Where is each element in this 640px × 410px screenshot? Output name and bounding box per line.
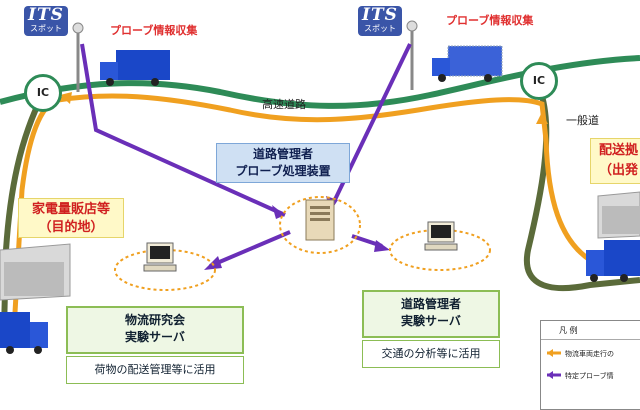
destination-line1: 家電量販店等 (31, 202, 110, 217)
probe-arrow-left-head (272, 205, 285, 219)
probe-arrow-left (80, 43, 286, 217)
manager-server-line1: 道路管理者 (400, 297, 461, 311)
legend-divider (541, 339, 640, 340)
logistics-pc-icon (143, 242, 177, 272)
road-manager-probe-processor-box: 道路管理者 プローブ処理装置 (216, 143, 350, 183)
probe-collect-label-right: プローブ情報収集 (446, 14, 534, 27)
arrow-to-logistics-server (209, 230, 291, 268)
origin-line2: （出発 (599, 163, 639, 178)
probe-collect-label-left: プローブ情報収集 (110, 24, 198, 37)
destination-label: 家電量販店等 （目的地） (18, 198, 124, 238)
its-logo-sub: スポット (364, 24, 396, 33)
legend-item-probe: 特定プローブ情 (565, 372, 614, 380)
manager-server-line2: 実験サーバ (401, 314, 461, 328)
its-spot-logo-left: ITS スポット (24, 6, 68, 36)
logistics-server-note: 荷物の配送管理等に活用 (66, 356, 244, 384)
antenna-dish-right (406, 20, 418, 32)
road-manager-line1: 道路管理者 (252, 147, 313, 161)
general-road-left (1, 94, 45, 331)
general-road-label: 一般道 (566, 114, 599, 127)
destination-line2: （目的地） (38, 220, 104, 235)
warehouse-right-icon (597, 191, 640, 239)
logistics-server-line1: 物流研究会 (124, 313, 185, 327)
truck-icon-bottom-left (0, 312, 48, 354)
origin-line1: 配送拠 (599, 143, 639, 158)
truck-icon-left (100, 50, 170, 86)
truck-icon-bottom-right (586, 240, 640, 282)
server-oval-center (279, 196, 361, 254)
ic-interchange-right: IC (520, 62, 558, 100)
arrow-to-manager-head (374, 240, 390, 252)
manager-server-note: 交通の分析等に活用 (362, 340, 500, 368)
legend-swatches (547, 349, 561, 379)
origin-label: 配送拠 （出発 (590, 138, 640, 184)
truck-icon-right (432, 45, 503, 82)
antenna-dish-left (72, 22, 84, 34)
probe-processing-server-icon (305, 199, 335, 241)
its-logo-sub: スポット (30, 24, 62, 33)
manager-pc-icon (424, 221, 458, 251)
logistics-server-box: 物流研究会 実験サーバ (66, 306, 244, 354)
server-oval-right (389, 229, 491, 271)
server-oval-left (114, 249, 216, 291)
legend-title: 凡 例 (559, 326, 578, 335)
manager-server-box: 道路管理者 実験サーバ (362, 290, 500, 338)
probe-arrow-right (328, 43, 412, 211)
warehouse-left-icon (0, 243, 71, 301)
route-arrow-head-2 (536, 112, 548, 124)
legend-box: 凡 例 物流車両走行の 特定プローブ情 (540, 320, 640, 410)
logistics-server-line2: 実験サーバ (125, 330, 185, 344)
expressway-label: 高速道路 (262, 98, 306, 111)
route-arrow-head-1 (60, 92, 72, 104)
ic-interchange-left: IC (24, 74, 62, 112)
its-logo-brand: ITS (28, 5, 64, 25)
its-logo-brand: ITS (362, 5, 398, 25)
its-spot-logo-right: ITS スポット (358, 6, 402, 36)
legend-item-truck-route: 物流車両走行の (565, 350, 614, 358)
road-manager-line2: プローブ処理装置 (235, 164, 331, 178)
